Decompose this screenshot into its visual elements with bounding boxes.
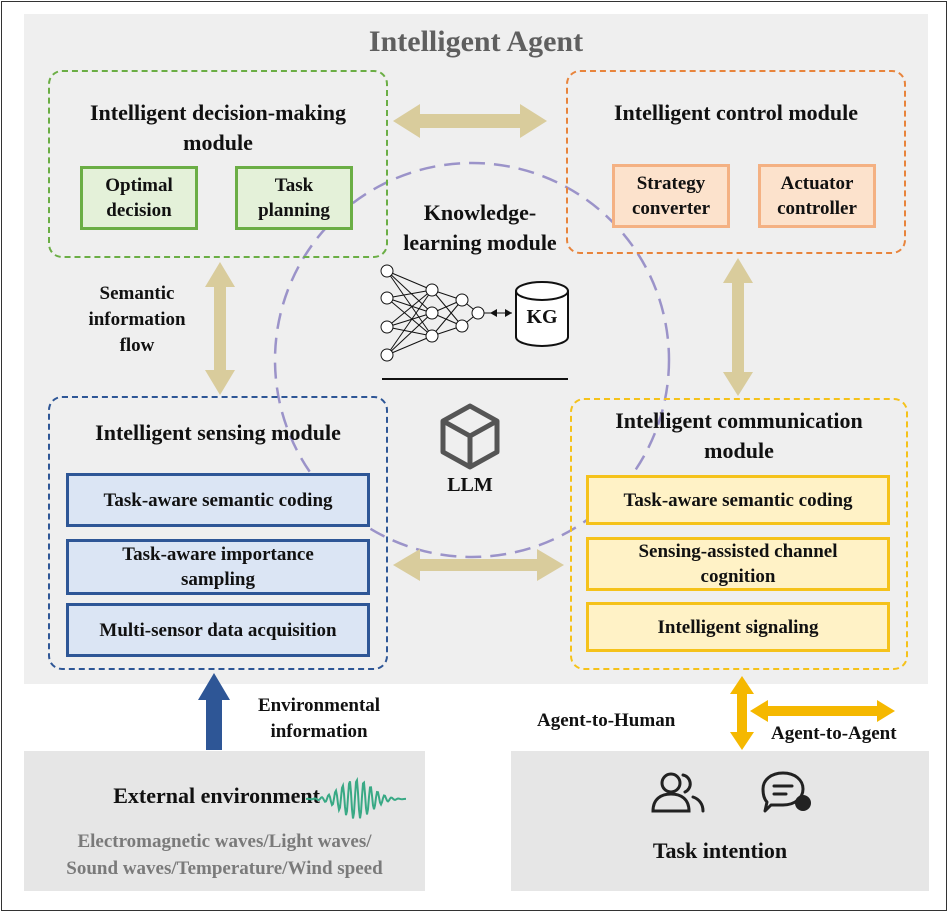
- arrow-sensing-communication: [393, 549, 564, 581]
- arrow-decision-sensing: [205, 262, 235, 395]
- external-environment-description: Electromagnetic waves/Light waves/ Sound…: [24, 828, 425, 882]
- environmental-info-line1: Environmental: [257, 695, 381, 716]
- users-icon: [651, 772, 705, 813]
- decision-making-module: Intelligent decision-making module Optim…: [48, 70, 388, 258]
- optimal-decision-box: Optimal decision: [80, 166, 198, 230]
- importance-sampling-box: Task-aware importance sampling: [66, 539, 370, 595]
- communication-module-title-line2: module: [704, 438, 774, 463]
- actuator-controller-box: Actuator controller: [758, 164, 876, 228]
- importance-sampling-line1: Task-aware importance: [122, 544, 314, 565]
- kg-label: KG: [526, 306, 558, 328]
- external-env-line2: Sound waves/Temperature/Wind speed: [66, 858, 383, 879]
- arrow-agent-to-human: [730, 676, 754, 750]
- control-module: Intelligent control module Strategy conve…: [566, 70, 906, 254]
- knowledge-line2: learning module: [403, 230, 557, 255]
- communication-module-title-line1: Intelligent communication: [615, 408, 863, 433]
- multi-sensor-box: Multi-sensor data acquisition: [66, 603, 370, 657]
- strategy-converter-line1: Strategy: [636, 173, 706, 194]
- llm-label: LLM: [447, 474, 493, 496]
- external-environment-panel: External environment Electromagnetic wav…: [24, 751, 425, 891]
- optimal-decision-line1: Optimal: [105, 175, 173, 196]
- external-env-line1: Electromagnetic waves/Light waves/: [77, 831, 372, 852]
- arrow-environment-up: [198, 673, 230, 750]
- task-intention-panel: Task intention: [511, 751, 929, 891]
- strategy-converter-box: Strategy converter: [612, 164, 730, 228]
- strategy-converter-line2: converter: [631, 198, 711, 219]
- agent-to-agent-label: Agent-to-Agent: [771, 723, 897, 744]
- channel-cognition-box: Sensing-assisted channel cognition: [586, 537, 890, 591]
- sensing-module-title: Intelligent sensing module: [95, 420, 341, 445]
- task-planning-line2: planning: [258, 200, 330, 221]
- decision-module-title-line1: Intelligent decision-making: [89, 100, 347, 125]
- task-planning-box: Task planning: [235, 166, 353, 230]
- knowledge-line1: Knowledge-: [423, 200, 537, 225]
- external-environment-title: External environment: [113, 783, 320, 808]
- actuator-controller-line2: controller: [777, 198, 857, 219]
- sensing-semantic-coding-box: Task-aware semantic coding: [66, 473, 370, 527]
- actuator-controller-line1: Actuator: [780, 173, 854, 194]
- semantic-flow-label: Semantic information flow: [62, 281, 212, 359]
- semantic-flow-line3: flow: [119, 335, 155, 356]
- semantic-flow-line1: Semantic: [99, 283, 175, 304]
- task-planning-line1: Task: [274, 175, 314, 196]
- chat-icon: [761, 771, 811, 813]
- channel-cognition-line2: cognition: [700, 566, 776, 587]
- environmental-info-line2: information: [270, 721, 368, 742]
- importance-sampling-line2: sampling: [181, 569, 255, 590]
- wave-icon: [306, 776, 406, 819]
- channel-cognition-line1: Sensing-assisted channel: [638, 541, 838, 562]
- communication-module: Intelligent communication module Task-aw…: [570, 398, 908, 670]
- decision-module-title-line2: module: [183, 130, 253, 155]
- arrow-control-communication: [723, 258, 753, 396]
- arrow-agent-to-agent: [750, 700, 895, 722]
- agent-to-human-label: Agent-to-Human: [537, 710, 676, 731]
- task-intention-title: Task intention: [652, 838, 788, 863]
- diagram-title: Intelligent Agent: [368, 25, 584, 58]
- comm-semantic-coding-box: Task-aware semantic coding: [586, 475, 890, 525]
- sensing-module: Intelligent sensing module Task-aware se…: [48, 396, 388, 670]
- optimal-decision-line2: decision: [106, 200, 172, 221]
- knowledge-circle: [273, 161, 671, 559]
- knowledge-module-title: Knowledge- learning module: [360, 198, 600, 258]
- semantic-flow-line2: information: [88, 309, 186, 330]
- intelligent-signaling-box: Intelligent signaling: [586, 602, 890, 652]
- arrow-decision-control: [393, 104, 547, 138]
- environmental-info-label: Environmental information: [236, 693, 402, 745]
- control-module-title: Intelligent control module: [613, 100, 859, 125]
